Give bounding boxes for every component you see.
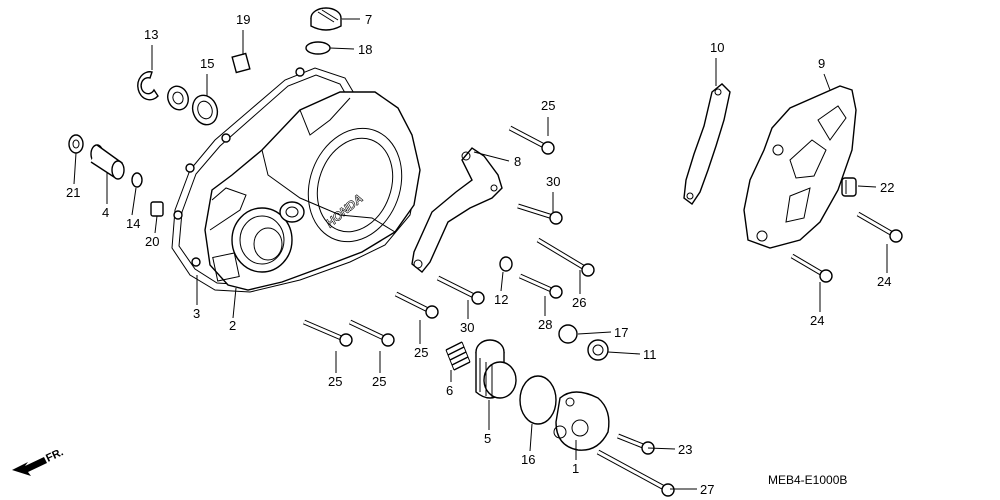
guard-plate	[683, 83, 731, 206]
diagram-code: MEB4-E1000B	[768, 473, 847, 487]
bolt	[856, 211, 903, 243]
leader-line-18	[329, 47, 355, 50]
bolt	[303, 319, 353, 347]
snap-ring	[137, 71, 159, 101]
circlip	[131, 172, 143, 188]
stay-bracket	[411, 147, 503, 273]
callout-27: 27	[700, 482, 714, 497]
callout-13: 13	[144, 27, 158, 42]
drain-plug	[587, 339, 609, 361]
sprocket-cover	[743, 85, 857, 249]
leader-lines	[73, 18, 888, 490]
leader-line-12	[500, 271, 504, 292]
leader-line-14	[131, 187, 137, 216]
bolt	[596, 449, 675, 497]
callout-19: 19	[236, 12, 250, 27]
filter-cover	[553, 391, 610, 451]
callout-3: 3	[193, 306, 200, 321]
callout-1: 1	[572, 461, 579, 476]
leader-line-23	[647, 447, 676, 450]
callout-25d: 25	[372, 374, 386, 389]
collar	[150, 201, 164, 217]
leader-line-16	[529, 423, 533, 452]
leader-line-9	[823, 73, 831, 91]
callout-16: 16	[521, 452, 535, 467]
callout-30b: 30	[460, 320, 474, 335]
callout-10: 10	[710, 40, 724, 55]
callout-26: 26	[572, 295, 586, 310]
bolt	[790, 253, 833, 283]
bolt	[518, 273, 563, 299]
callout-9: 9	[818, 56, 825, 71]
callout-14: 14	[126, 216, 140, 231]
callout-4: 4	[102, 205, 109, 220]
callout-28: 28	[538, 317, 552, 332]
callout-24a: 24	[877, 274, 891, 289]
callout-7: 7	[365, 12, 372, 27]
callout-23: 23	[678, 442, 692, 457]
washer	[167, 85, 189, 111]
callout-11: 11	[643, 347, 657, 362]
leader-line-2	[232, 287, 237, 319]
bolt	[394, 291, 439, 319]
front-arrow-icon: FR.	[12, 446, 65, 476]
callout-2: 2	[229, 318, 236, 333]
leader-line-20	[154, 215, 158, 234]
callout-20: 20	[145, 234, 159, 249]
filler-cap	[310, 7, 342, 31]
callout-30a: 30	[546, 174, 560, 189]
rubber-clip	[841, 177, 857, 197]
callout-6: 6	[446, 383, 453, 398]
callout-17: 17	[614, 325, 628, 340]
callout-15: 15	[200, 56, 214, 71]
bolt	[536, 237, 595, 277]
callout-22: 22	[880, 180, 894, 195]
leader-line-8	[473, 151, 510, 162]
o-ring	[558, 324, 578, 344]
cap-nut	[68, 134, 84, 154]
callout-8: 8	[514, 154, 521, 169]
bolt	[517, 203, 563, 225]
callout-5: 5	[484, 431, 491, 446]
callout-25c: 25	[328, 374, 342, 389]
callout-24b: 24	[810, 313, 824, 328]
bolt	[617, 433, 655, 455]
oil-seal	[191, 94, 219, 126]
pivot-pin	[90, 144, 125, 180]
direction-label: FR.	[44, 446, 65, 464]
bolt	[508, 125, 555, 155]
dowel-pin	[231, 52, 251, 74]
filter-o-ring	[519, 375, 557, 425]
crankcase-cover	[204, 91, 421, 291]
leader-line-11	[607, 351, 641, 355]
bolt	[348, 319, 395, 347]
callout-18: 18	[358, 42, 372, 57]
callout-12: 12	[494, 292, 508, 307]
oil-filter	[475, 339, 517, 399]
spring	[445, 341, 471, 371]
callout-21: 21	[66, 185, 80, 200]
washer	[499, 256, 513, 272]
leader-line-22	[857, 185, 877, 188]
leader-line-17	[577, 331, 612, 335]
bolt	[436, 275, 485, 305]
leader-line-21	[73, 152, 77, 185]
callout-25a: 25	[541, 98, 555, 113]
callout-25b: 25	[414, 345, 428, 360]
o-ring	[305, 41, 331, 55]
